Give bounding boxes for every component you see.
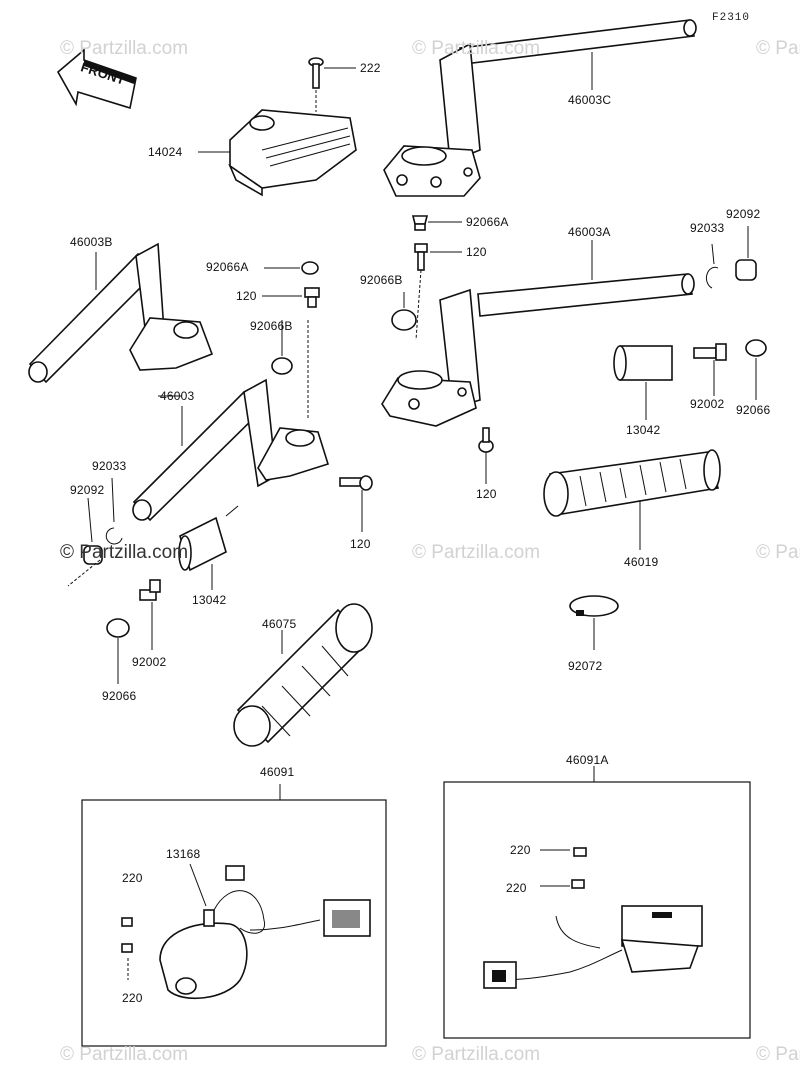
watermark: © Partzilla.com: [60, 1044, 189, 1065]
part-46091-switch-assembly: [81, 784, 387, 1047]
part-92066B-plug-right: [391, 292, 417, 331]
watermark: © Partzilla.com: [412, 38, 541, 59]
label-92033-left: 92033: [92, 459, 127, 473]
part-14024-cover: [228, 109, 357, 197]
part-92066A-top: [411, 215, 462, 231]
label-220-right-top: 220: [510, 843, 531, 857]
label-46003: 46003: [160, 389, 195, 403]
part-46091A-switch-assembly: [443, 766, 751, 1039]
part-120-bolt-top: [414, 243, 462, 341]
label-92066A-top: 92066A: [466, 215, 509, 229]
label-92066-left: 92066: [102, 689, 137, 703]
part-92066A-mid: [264, 261, 319, 275]
part-46003C-handlebar: [383, 19, 697, 197]
part-92092-weight-right: [735, 226, 757, 281]
part-120-bolt-right: [478, 427, 494, 484]
label-13042-left: 13042: [192, 593, 227, 607]
watermark: © Partzilla.com: [756, 1044, 800, 1065]
part-120-bolt-left: [339, 475, 373, 532]
part-92002-screw-right: [693, 343, 727, 396]
label-46091A: 46091A: [566, 753, 609, 767]
part-46075-grip: [233, 603, 373, 747]
label-92066B-mid: 92066B: [250, 319, 293, 333]
part-46003A-handlebar: [381, 240, 695, 427]
part-92033-clip-right: [705, 243, 719, 289]
front-arrow: [56, 48, 137, 110]
label-92033-right: 92033: [690, 221, 725, 235]
label-220-left-top: 220: [122, 871, 143, 885]
label-120-mid: 120: [466, 245, 487, 259]
label-13042-right: 13042: [626, 423, 661, 437]
watermark: © Partzilla.com: [412, 1044, 541, 1065]
label-222: 222: [360, 61, 381, 75]
label-120-mid-left: 120: [236, 289, 257, 303]
leader-lines: [158, 151, 283, 397]
label-46003B: 46003B: [70, 235, 113, 249]
label-46075: 46075: [262, 617, 297, 631]
label-46003C: 46003C: [568, 93, 612, 107]
label-92066B-right: 92066B: [360, 273, 403, 287]
label-120-right: 120: [476, 487, 497, 501]
watermark: © Partzilla.com: [60, 38, 189, 59]
label-92002-left: 92002: [132, 655, 167, 669]
part-13042-collar-right: [613, 345, 673, 420]
label-46019: 46019: [624, 555, 659, 569]
label-220-right-bottom: 220: [506, 881, 527, 895]
label-13168: 13168: [166, 847, 201, 861]
label-92002-right: 92002: [690, 397, 725, 411]
label-92066-right: 92066: [736, 403, 771, 417]
part-92092-weight-left: [67, 497, 103, 587]
watermark: © Partzilla.com: [756, 38, 800, 59]
label-14024: 14024: [148, 145, 183, 159]
part-120-bolt-mid: [262, 287, 320, 308]
part-92066-grommet-right: [745, 339, 767, 400]
part-92066-grommet-left: [106, 618, 130, 684]
label-92092-right: 92092: [726, 207, 761, 221]
label-46003A: 46003A: [568, 225, 611, 239]
part-46003-handlebar: [132, 378, 330, 522]
part-46003B-handlebar: [28, 242, 214, 384]
watermark-dark: © Partzilla.com: [60, 542, 189, 563]
part-13042-collar-left: [178, 505, 239, 590]
part-92033-clip-left: [105, 477, 123, 545]
part-92002-screw-left: [139, 579, 161, 650]
label-120-left: 120: [350, 537, 371, 551]
label-92072: 92072: [568, 659, 603, 673]
part-222-screw: [308, 57, 356, 112]
part-92066B-mid: [271, 320, 309, 420]
label-46091: 46091: [260, 765, 295, 779]
figure-code: F2310: [712, 12, 751, 24]
label-92066A-mid: 92066A: [206, 260, 249, 274]
part-92072-band: [569, 595, 619, 650]
watermark: © Partzilla.com: [412, 542, 541, 563]
label-92092-left: 92092: [70, 483, 105, 497]
part-46019-grip: [543, 449, 721, 550]
label-220-left-bottom: 220: [122, 991, 143, 1005]
watermark: © Partzilla.com: [756, 542, 800, 563]
